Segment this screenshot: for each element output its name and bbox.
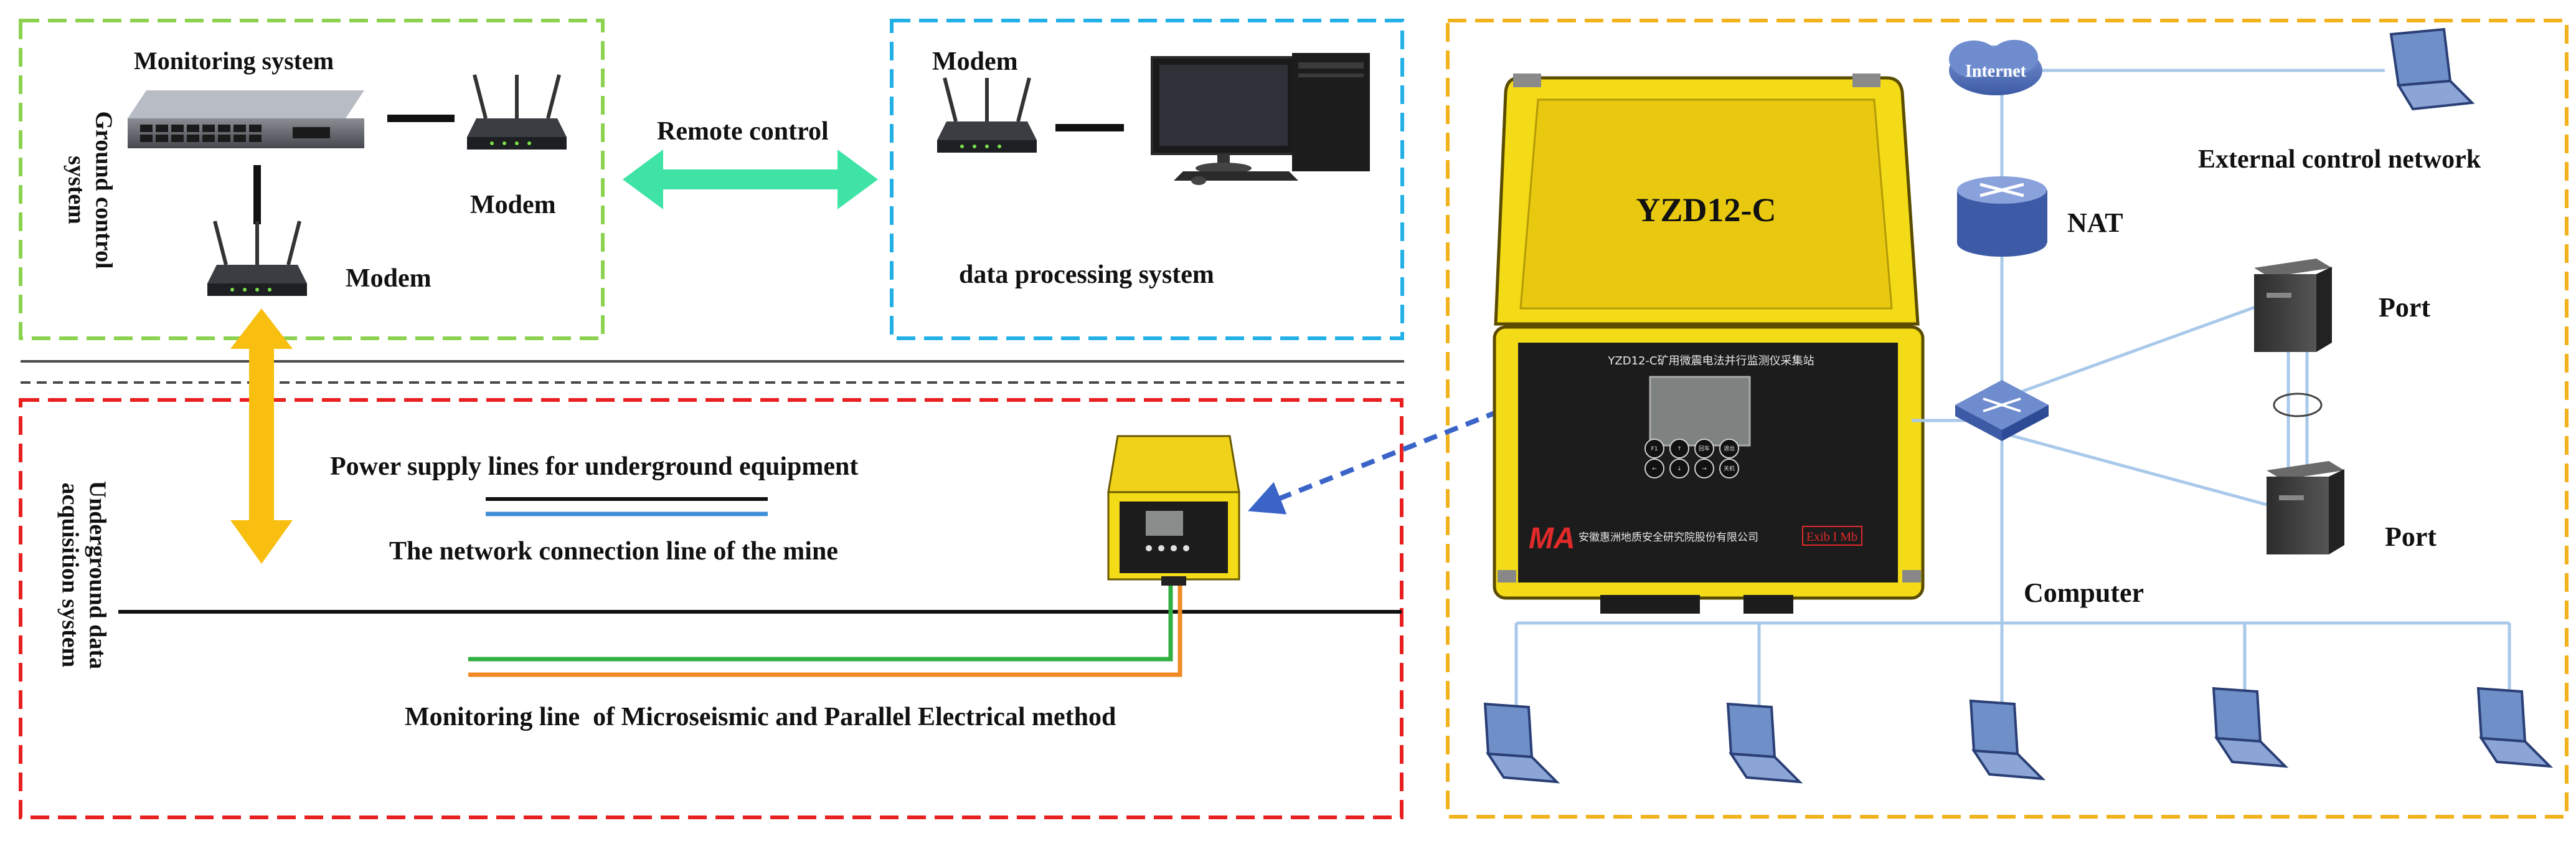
keypad-key bbox=[1669, 439, 1689, 459]
remote-control-arrow bbox=[623, 150, 878, 209]
server-tower-icon bbox=[2267, 461, 2344, 554]
keypad-key bbox=[1719, 439, 1739, 459]
underground-box bbox=[19, 398, 1404, 819]
device-company-name: 安徽惠洲地质安全研究院股份有限公司 bbox=[1578, 531, 1758, 544]
laptop-icon bbox=[2212, 687, 2289, 768]
modem-icon bbox=[937, 77, 1037, 153]
data-processing-box bbox=[890, 19, 1404, 340]
keypad-key bbox=[1694, 459, 1714, 478]
monitoring-line-green bbox=[468, 582, 1173, 662]
device-zoom-arrow bbox=[1247, 409, 1501, 515]
keypad-key-label: 回车 bbox=[1699, 445, 1710, 452]
keypad-key-label: 关机 bbox=[1724, 465, 1735, 472]
keypad-key-label: F1 bbox=[1651, 446, 1658, 452]
device-panel-title: YZD12-C矿用微震电法并行监测仪采集站 bbox=[1607, 354, 1814, 368]
data-processing-modem-label: Modem bbox=[932, 47, 1018, 76]
network-connection-label: The network connection line of the mine bbox=[389, 537, 838, 566]
internet-cloud-icon bbox=[1949, 40, 2042, 95]
keypad-key-label: ↓ bbox=[1677, 466, 1682, 472]
power-supply-label: Power supply lines for underground equip… bbox=[330, 452, 859, 481]
port-top-label: Port bbox=[2379, 292, 2431, 323]
keypad-key-label: ↑ bbox=[1677, 446, 1682, 452]
modem-icon bbox=[467, 74, 567, 150]
port-bottom-label: Port bbox=[2385, 521, 2437, 552]
ma-logo: MA bbox=[1529, 522, 1575, 555]
server-tower-icon bbox=[2254, 259, 2332, 352]
internet-label: Internet bbox=[1965, 62, 2027, 81]
ground-control-box bbox=[19, 19, 605, 340]
modem-right-label: Modem bbox=[470, 191, 556, 219]
keypad-key bbox=[1719, 459, 1739, 478]
network-switch-icon bbox=[128, 90, 364, 148]
monitoring-line-label: Monitoring line of Microseismic and Para… bbox=[405, 703, 1116, 731]
device-model-label: YZD12-C bbox=[1636, 191, 1776, 229]
keypad-key bbox=[1644, 459, 1664, 478]
keypad-key-label: → bbox=[1702, 466, 1707, 472]
modem-bottom-label: Modem bbox=[346, 264, 432, 293]
ground-control-title: Ground control system bbox=[63, 111, 117, 269]
nat-router-icon bbox=[1957, 176, 2047, 257]
external-network-label: External control network bbox=[2198, 145, 2481, 174]
network-box bbox=[1446, 19, 2569, 819]
nat-label: NAT bbox=[2067, 207, 2123, 238]
keypad-key bbox=[1644, 439, 1664, 459]
port-link-ring bbox=[2273, 392, 2323, 417]
modem-icon bbox=[207, 221, 307, 296]
exib-mark: Exib I Mb bbox=[1806, 530, 1857, 544]
keypad-key bbox=[1694, 439, 1714, 459]
acquisition-station-small-icon bbox=[1107, 435, 1240, 586]
keypad-key bbox=[1669, 459, 1689, 478]
computer-label: Computer bbox=[2024, 578, 2144, 608]
monitoring-line-orange bbox=[468, 582, 1182, 677]
laptop-icon bbox=[1726, 702, 1803, 784]
laptop-icon bbox=[2476, 687, 2554, 768]
keypad-key-label: ← bbox=[1652, 466, 1657, 472]
acquisition-station-device: F1 ↑ 回车 退出 ← ↓ → 关机 YZD12-C矿用微震电法并行监测仪采集… bbox=[1493, 74, 1925, 614]
network-hub-icon bbox=[1955, 380, 2049, 441]
keypad-key-label: 退出 bbox=[1724, 445, 1735, 452]
remote-control-label: Remote control bbox=[657, 117, 829, 146]
laptop-icon bbox=[2389, 27, 2475, 111]
laptop-icon bbox=[1483, 702, 1560, 784]
ground-underground-arrow bbox=[230, 308, 293, 564]
underground-title: Underground data acquisition system bbox=[57, 480, 111, 670]
desktop-computer-icon bbox=[1151, 53, 1370, 185]
laptop-icon bbox=[1969, 699, 2046, 781]
monitoring-system-label: Monitoring system bbox=[134, 47, 334, 75]
data-processing-label: data processing system bbox=[959, 260, 1214, 289]
